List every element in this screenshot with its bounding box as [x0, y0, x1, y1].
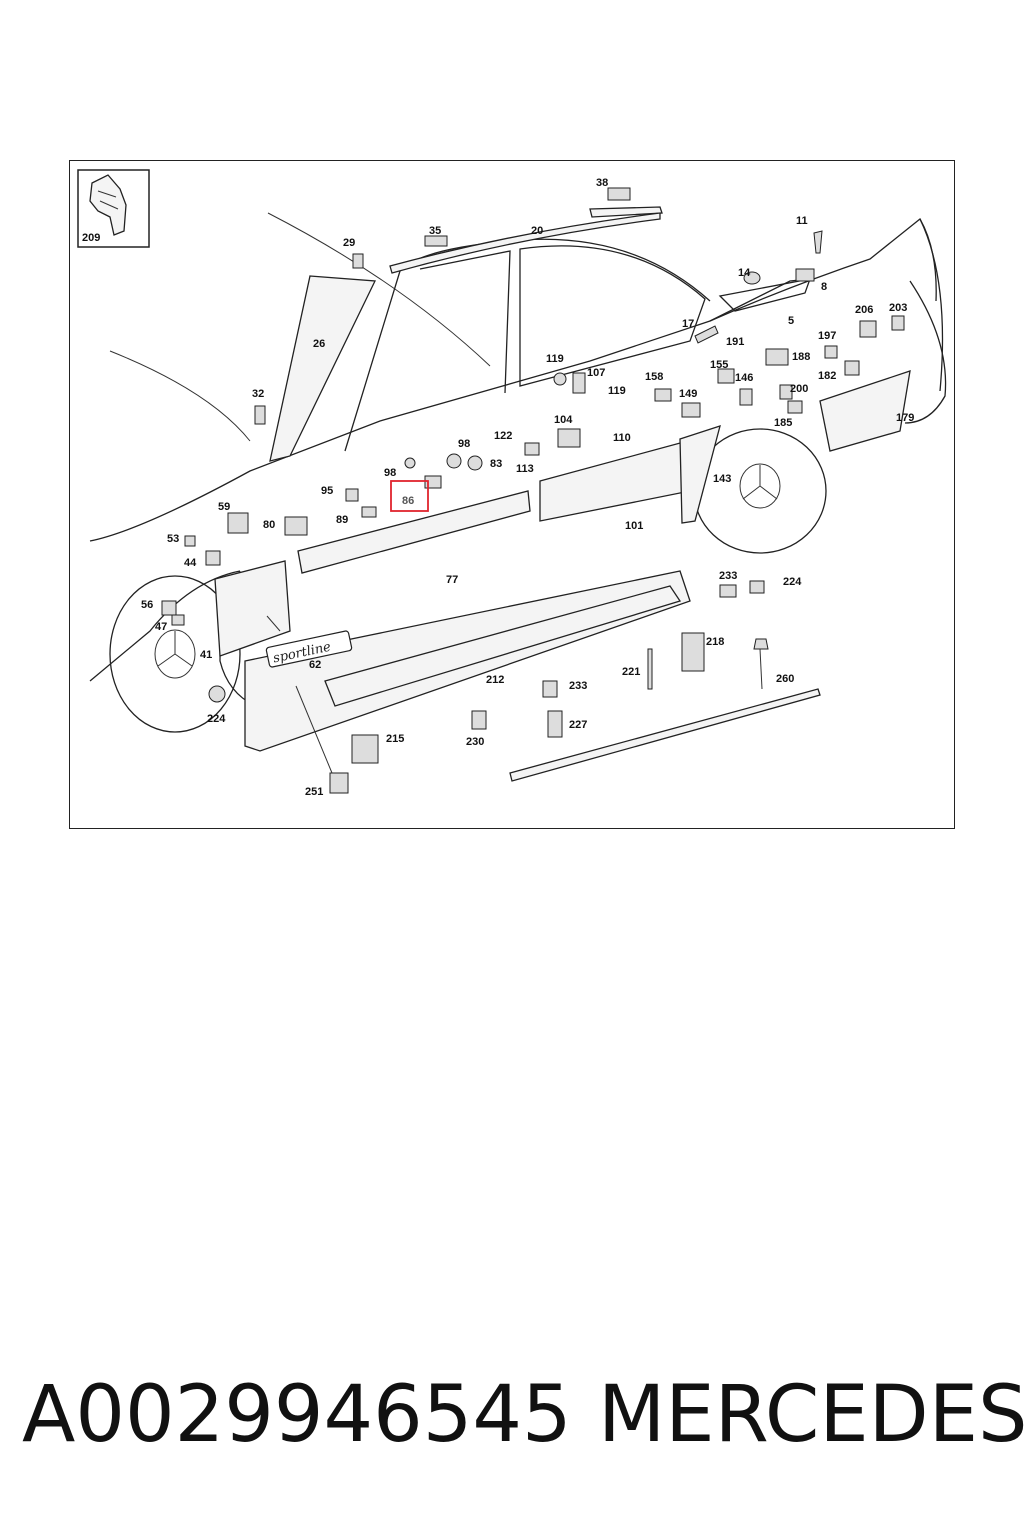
label-233b: 233 [569, 680, 587, 692]
exploded-view-drawing: 209 [77, 169, 947, 798]
caption: A0029946545 MERCEDES [0, 1370, 1024, 1470]
label-14: 14 [738, 267, 751, 279]
front-wheel [109, 575, 241, 733]
label-98a: 98 [458, 438, 470, 450]
label-11: 11 [796, 215, 808, 227]
label-179: 179 [896, 412, 914, 424]
label-29: 29 [343, 237, 355, 249]
label-158: 158 [645, 371, 663, 383]
label-101: 101 [625, 520, 643, 532]
label-233a: 233 [719, 570, 737, 582]
label-41: 41 [200, 649, 212, 661]
label-122: 122 [494, 430, 512, 442]
label-56: 56 [141, 599, 153, 611]
label-26: 26 [313, 338, 325, 350]
label-215: 215 [386, 733, 404, 745]
label-80: 80 [263, 519, 275, 531]
label-53: 53 [167, 533, 179, 545]
label-143: 143 [713, 473, 731, 485]
label-104: 104 [554, 414, 573, 426]
label-35: 35 [429, 225, 441, 237]
label-59: 59 [218, 501, 230, 513]
label-77: 77 [446, 574, 458, 586]
label-191: 191 [726, 336, 744, 348]
label-155: 155 [710, 359, 728, 371]
label-107: 107 [587, 367, 605, 379]
label-230: 230 [466, 736, 484, 748]
label-20: 20 [531, 225, 543, 237]
label-185: 185 [774, 417, 792, 429]
label-197: 197 [818, 330, 836, 342]
parts-diagram: 209 [69, 160, 955, 829]
label-224b: 224 [207, 713, 226, 725]
label-86: 86 [402, 495, 414, 507]
label-17: 17 [682, 318, 694, 330]
label-188: 188 [792, 351, 810, 363]
label-209: 209 [82, 232, 100, 244]
label-206: 206 [855, 304, 873, 316]
rear-wheel [693, 428, 827, 554]
label-149: 149 [679, 388, 697, 400]
part-number: A0029946545 [22, 1370, 572, 1460]
highlight-box [390, 480, 429, 512]
label-227: 227 [569, 719, 587, 731]
label-44: 44 [184, 557, 197, 569]
label-32: 32 [252, 388, 264, 400]
label-95: 95 [321, 485, 333, 497]
label-260: 260 [776, 673, 794, 685]
label-200: 200 [790, 383, 808, 395]
inset-detail: 209 [77, 169, 150, 248]
brand-name: MERCEDES [598, 1370, 1024, 1460]
part-labels: 38 20 35 29 11 14 8 5 26 17 191 188 197 … [141, 177, 914, 798]
label-62: 62 [309, 659, 321, 671]
label-5: 5 [788, 315, 794, 327]
label-8: 8 [821, 281, 827, 293]
label-47: 47 [155, 621, 167, 633]
clips-and-fasteners [161, 187, 905, 794]
label-218: 218 [706, 636, 724, 648]
label-221: 221 [622, 666, 640, 678]
label-83: 83 [490, 458, 502, 470]
label-38: 38 [596, 177, 608, 189]
label-146: 146 [735, 372, 753, 384]
label-203: 203 [889, 302, 907, 314]
label-251: 251 [305, 786, 323, 798]
label-212: 212 [486, 674, 504, 686]
label-224a: 224 [783, 576, 802, 588]
trim-mouldings: sportline [214, 206, 911, 782]
label-119a: 119 [546, 353, 564, 365]
label-98b: 98 [384, 467, 396, 479]
label-110: 110 [613, 432, 631, 444]
label-119b: 119 [608, 385, 626, 397]
label-89: 89 [336, 514, 348, 526]
label-113: 113 [516, 463, 534, 475]
label-182: 182 [818, 370, 836, 382]
